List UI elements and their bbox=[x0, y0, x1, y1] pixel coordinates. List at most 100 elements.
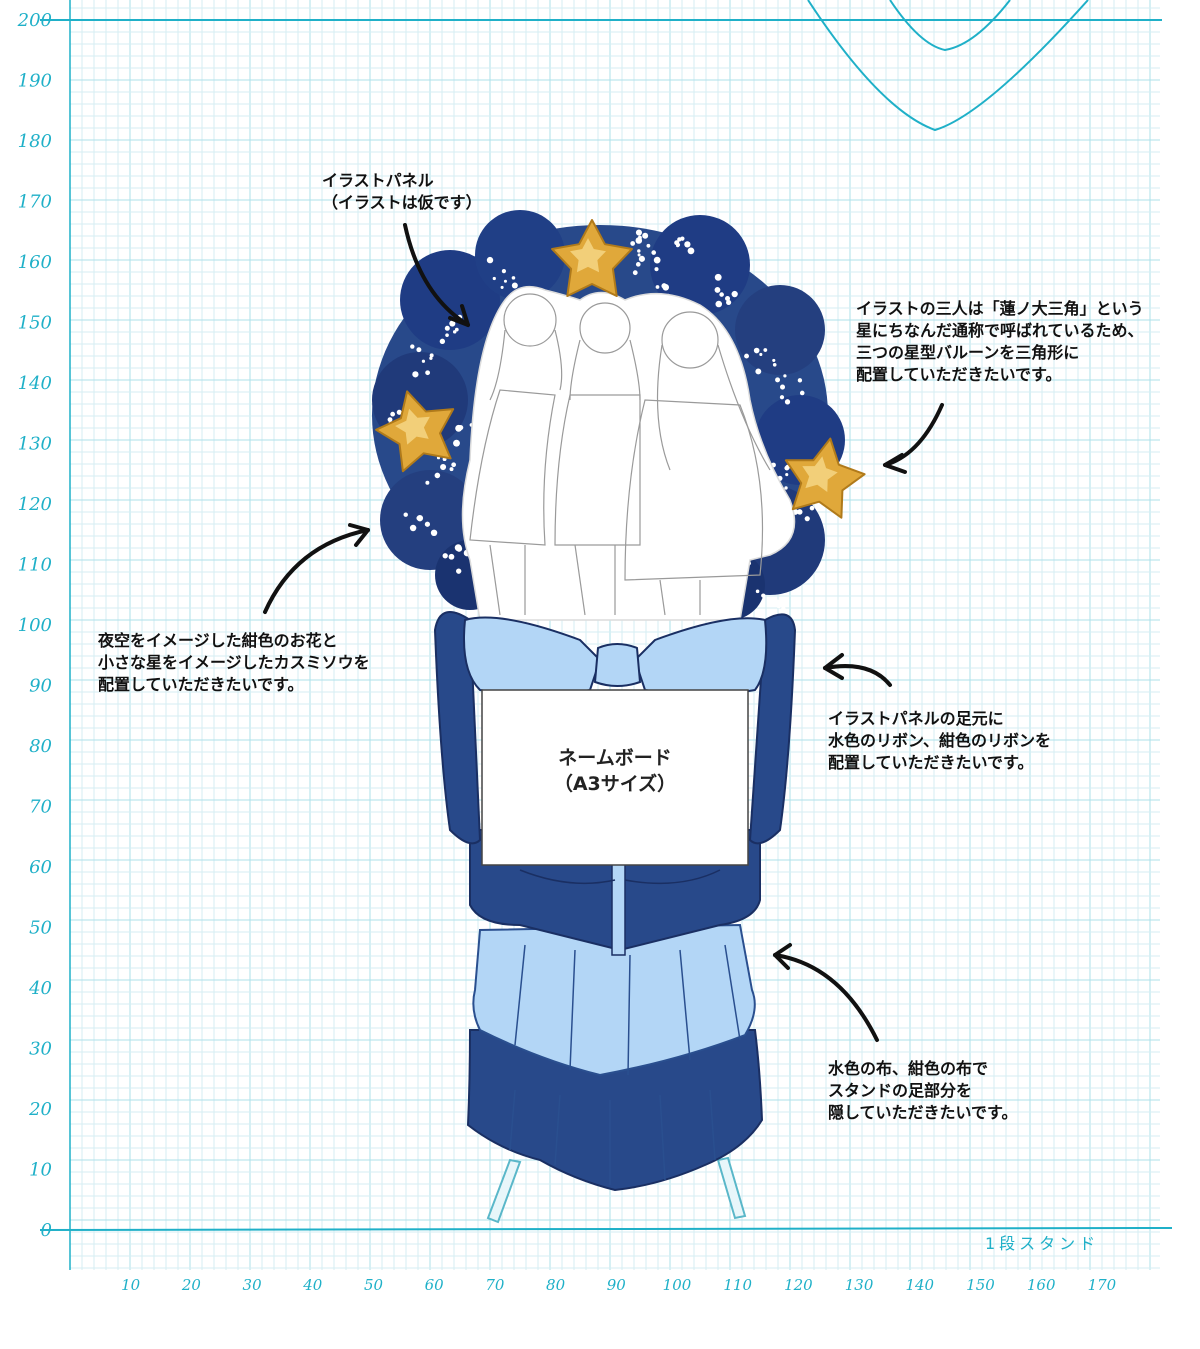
annotation-line: 水色のリボン、紺色のリボンを bbox=[828, 731, 1052, 750]
sparkle bbox=[445, 333, 449, 337]
annotation-ribbon: イラストパネルの足元に 水色のリボン、紺色のリボンを 配置していただきたいです。 bbox=[828, 708, 1051, 774]
sparkle bbox=[410, 344, 415, 349]
sparkle bbox=[642, 232, 649, 239]
sparkle bbox=[715, 300, 723, 308]
sparkle bbox=[387, 417, 393, 423]
sparkle bbox=[425, 480, 430, 485]
arrow-balloons bbox=[883, 403, 944, 467]
y-tick-label: 190 bbox=[18, 71, 52, 92]
y-tick-label: 140 bbox=[18, 373, 52, 394]
sparkle bbox=[453, 439, 460, 447]
sparkle bbox=[731, 290, 738, 298]
sparkle bbox=[797, 378, 803, 383]
sparkle bbox=[779, 395, 785, 400]
axis-caption: 1段スタンド bbox=[985, 1234, 1100, 1253]
sparkle bbox=[439, 338, 446, 345]
sparkle bbox=[784, 486, 788, 490]
y-tick-label: 80 bbox=[29, 736, 52, 757]
sparkle bbox=[797, 509, 803, 515]
x-tick-label: 150 bbox=[966, 1276, 995, 1294]
annotation-line: 星にちなんだ通称で呼ばれているため、 bbox=[856, 321, 1144, 340]
x-tick-label: 10 bbox=[121, 1276, 141, 1294]
sparkle bbox=[781, 606, 786, 612]
sparkle bbox=[454, 327, 459, 332]
sparkle bbox=[630, 241, 636, 246]
annotation-balloons: イラストの三人は「蓮ノ大三角」という 星にちなんだ通称で呼ばれているため、 三つ… bbox=[856, 298, 1144, 386]
annotation-line: 配置していただきたいです。 bbox=[856, 365, 1062, 384]
sparkle bbox=[421, 359, 426, 363]
annotation-arrows bbox=[263, 223, 944, 1042]
annotation-line: スタンドの足部分を bbox=[828, 1081, 973, 1100]
x-tick-label: 120 bbox=[784, 1276, 813, 1294]
x-tick-label: 110 bbox=[723, 1276, 752, 1294]
sparkle bbox=[635, 229, 643, 236]
sparkle bbox=[458, 424, 464, 431]
sparkle bbox=[775, 377, 781, 383]
y-tick-label: 40 bbox=[28, 978, 52, 999]
sparkle bbox=[449, 320, 456, 327]
x-tick-label: 90 bbox=[607, 1276, 627, 1294]
sparkle bbox=[500, 285, 504, 289]
sparkle bbox=[456, 568, 462, 574]
x-tick-label: 40 bbox=[302, 1276, 323, 1294]
sparkle bbox=[684, 241, 691, 248]
y-tick-label: 170 bbox=[18, 192, 52, 213]
sparkle bbox=[511, 276, 516, 280]
annotation-line: 水色の布、紺色の布で bbox=[828, 1059, 989, 1078]
annotation-line: 三つの星型バルーンを三角形に bbox=[856, 343, 1080, 362]
x-tick-label: 170 bbox=[1088, 1276, 1117, 1294]
sparkle bbox=[429, 356, 433, 360]
sparkle bbox=[429, 353, 434, 358]
sparkle bbox=[714, 287, 721, 293]
x-tick-label: 140 bbox=[905, 1276, 934, 1294]
sparkle bbox=[440, 464, 447, 471]
sparkle bbox=[809, 505, 815, 511]
sparkle bbox=[654, 267, 659, 272]
star-highlight bbox=[802, 456, 838, 492]
sparkle bbox=[779, 384, 786, 390]
sparkle bbox=[655, 285, 660, 289]
y-tick-label: 30 bbox=[29, 1039, 52, 1060]
sparkle bbox=[425, 370, 431, 376]
sparkle bbox=[744, 353, 749, 359]
sparkle bbox=[444, 325, 450, 331]
sparkle bbox=[637, 249, 641, 253]
sparkle bbox=[403, 512, 408, 517]
sparkle bbox=[676, 243, 681, 247]
y-tick-label: 130 bbox=[18, 434, 52, 455]
star-highlight bbox=[395, 408, 430, 445]
y-tick-label: 10 bbox=[29, 1160, 52, 1181]
sparkle bbox=[396, 409, 402, 415]
sparkle bbox=[714, 273, 722, 281]
sparkle bbox=[651, 250, 657, 255]
sparkle bbox=[753, 347, 760, 354]
arrow-ribbon bbox=[823, 664, 892, 687]
sparkle bbox=[763, 348, 768, 352]
arrow-flowers bbox=[263, 528, 370, 614]
sparkle bbox=[761, 593, 766, 598]
annotation-line: 小さな星をイメージしたカスミソウを bbox=[98, 653, 370, 672]
y-tick-label: 60 bbox=[29, 857, 52, 878]
x-tick-label: 30 bbox=[243, 1276, 263, 1294]
annotation-panel: イラストパネル （イラストは仮です） bbox=[322, 170, 482, 214]
sparkle bbox=[759, 352, 763, 356]
sparkle bbox=[416, 347, 422, 353]
y-tick-label: 120 bbox=[18, 494, 52, 515]
sparkle bbox=[501, 269, 507, 274]
sparkle bbox=[424, 521, 431, 527]
sparkle bbox=[390, 411, 396, 417]
sparkle bbox=[637, 253, 641, 257]
annotation-line: 夜空をイメージした紺色のお花と bbox=[98, 631, 338, 650]
sparkle bbox=[757, 609, 763, 616]
name-board-label: ネームボード （A3サイズ） bbox=[482, 745, 748, 797]
sparkle bbox=[677, 237, 682, 242]
sparkle bbox=[755, 368, 762, 375]
arrow-panel bbox=[403, 223, 470, 327]
sparkle bbox=[661, 283, 667, 289]
y-tick-label: 160 bbox=[18, 252, 52, 273]
star-highlight bbox=[570, 238, 606, 273]
annotation-line: 配置していただきたいです。 bbox=[98, 675, 304, 694]
star-balloons bbox=[375, 219, 866, 519]
sparkle bbox=[755, 589, 760, 594]
height-reference-curve-inner bbox=[889, 0, 1011, 52]
